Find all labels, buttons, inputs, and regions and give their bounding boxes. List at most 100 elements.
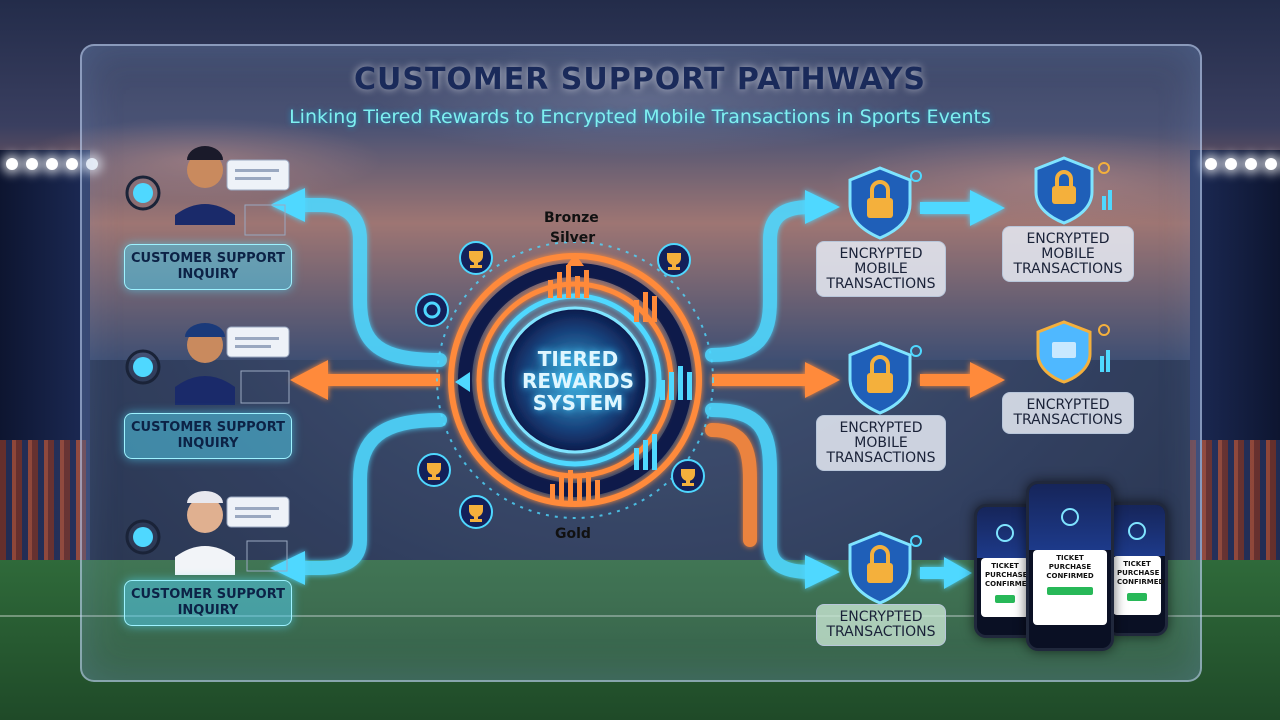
app-logo-icon [1061, 507, 1079, 526]
ticket-text: TICKET [991, 562, 1019, 571]
node-text: CUSTOMER SUPPORT [130, 251, 286, 266]
arrow-enc1-to-enc2 [920, 202, 980, 214]
node-text: ENCRYPTED [839, 245, 923, 262]
arrow-orange-right-1 [712, 374, 812, 386]
phone-ticket-confirmation: TICKET PURCHASE CONFIRMED [1026, 481, 1114, 651]
trophy-badge-icon [459, 241, 493, 275]
shield-lock-icon [1034, 156, 1112, 225]
ticket-text: CONFIRMED [1117, 578, 1165, 587]
arrow-enc5-to-phones [920, 567, 950, 579]
ticket-text: TICKET [1056, 553, 1084, 562]
agent-2-avatar [125, 323, 290, 405]
ticket-text: CONFIRMED [985, 580, 1033, 589]
phone-header [1109, 505, 1165, 557]
arrow-to-enc-1 [705, 200, 817, 362]
node-text: MOBILE [1041, 245, 1095, 262]
phone-header [1029, 484, 1111, 550]
arrowhead-orange-right-2 [970, 362, 1005, 398]
page-title: CUSTOMER SUPPORT PATHWAYS [353, 62, 927, 97]
page-subtitle: Linking Tiered Rewards to Encrypted Mobi… [289, 106, 991, 128]
crowd-left [0, 440, 90, 580]
tiered-rewards-label: TIERED REWARDS SYSTEM [508, 348, 648, 414]
node-text: INQUIRY [177, 603, 239, 618]
node-text: CUSTOMER SUPPORT [130, 420, 286, 435]
growth-bars-lowright [634, 434, 657, 470]
shield-card-icon [1036, 320, 1110, 384]
tier-gold-label: Gold [555, 526, 591, 542]
node-text: ENCRYPTED [1026, 230, 1110, 247]
arrowhead-right-3 [805, 555, 840, 589]
arrowhead-enc5-to-phones [944, 557, 972, 589]
app-logo-icon [996, 523, 1014, 542]
trophy-badge-icon [657, 243, 691, 277]
shield-lock-icon [848, 341, 922, 415]
trophy-badge-icon [459, 495, 493, 529]
growth-bars-top [548, 254, 589, 298]
node-text: TRANSACTIONS [826, 624, 936, 640]
node-text: TRANSACTIONS [1013, 412, 1123, 428]
ticket-text: CONFIRMED [1046, 571, 1094, 580]
phone-screen: TICKET PURCHASE CONFIRMED [1033, 549, 1107, 626]
ring-pointer-left [455, 372, 470, 392]
shield-lock-icon [848, 166, 922, 240]
phone-screen: TICKET PURCHASE CONFIRMED [1113, 556, 1165, 616]
shield-lock-icon [848, 531, 922, 605]
node-text: MOBILE [854, 260, 908, 277]
medal-badge-icon [415, 293, 449, 327]
left-arrows-cyan [293, 198, 447, 575]
arrowhead-right-1 [805, 190, 840, 224]
trophy-badge-icon [671, 459, 705, 493]
arrowhead-enc1-to-enc2 [970, 190, 1005, 226]
node-text: TRANSACTIONS [826, 275, 936, 292]
arrow-orange-right-2 [920, 374, 980, 386]
arrow-to-inquiry-1 [293, 198, 447, 367]
arrowhead-orange-right-1 [805, 362, 840, 398]
phone-header [977, 507, 1033, 559]
ticket-text: PURCHASE [1117, 569, 1160, 578]
growth-bars-bottom [550, 470, 600, 502]
confirm-bar [995, 595, 1015, 604]
arrowhead-left-1 [270, 188, 305, 222]
confirm-bar [1047, 586, 1093, 595]
node-text: ENCRYPTED [839, 609, 923, 625]
growth-bars-right [660, 366, 692, 400]
ticket-text: TICKET [1123, 560, 1151, 569]
phone-screen: TICKET PURCHASE CONFIRMED [981, 558, 1033, 618]
growth-bars-upright [634, 292, 657, 322]
node-text: TRANSACTIONS [826, 449, 936, 466]
center-label-line: REWARDS [521, 369, 635, 393]
node-text: ENCRYPTED [1026, 397, 1110, 413]
node-text: CUSTOMER SUPPORT [130, 587, 286, 602]
arrow-to-enc-3 [705, 403, 817, 579]
node-text: MOBILE [854, 434, 908, 451]
phone-ticket-confirmation: TICKET PURCHASE CONFIRMED [1106, 502, 1168, 636]
node-text: TRANSACTIONS [1013, 260, 1123, 277]
node-text: INQUIRY [177, 436, 239, 451]
arrow-orange-down [705, 423, 757, 547]
tier-bronze-label: Bronze [544, 210, 599, 226]
app-logo-icon [1128, 521, 1146, 540]
ticket-text: PURCHASE [985, 571, 1028, 580]
node-text: ENCRYPTED [839, 419, 923, 436]
floodlights-right [1205, 158, 1280, 170]
pitch-line [0, 615, 1280, 617]
crowd-right [1190, 440, 1280, 580]
agent-3-avatar [125, 491, 290, 575]
ticket-text: PURCHASE [1048, 562, 1092, 571]
trophy-badges [415, 241, 705, 529]
trophy-badge-icon [417, 453, 451, 487]
center-label-line: TIERED [537, 347, 619, 371]
phone-ticket-confirmation: TICKET PURCHASE CONFIRMED [974, 504, 1036, 638]
node-text: INQUIRY [177, 267, 239, 282]
confirm-bar [1127, 593, 1147, 602]
tier-silver-label: Silver [550, 230, 596, 246]
